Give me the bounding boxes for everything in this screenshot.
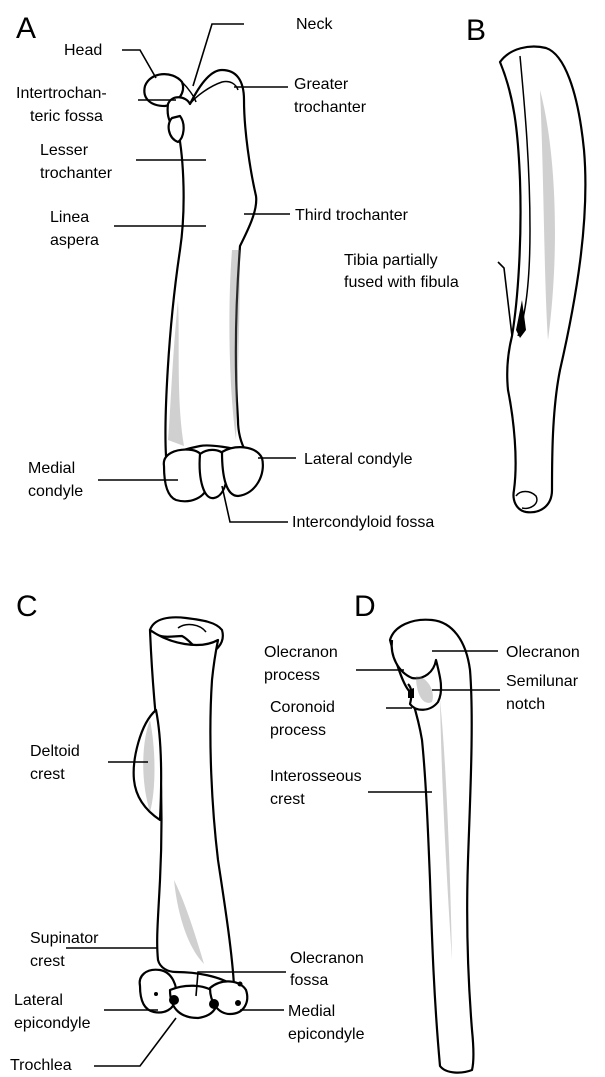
label-tibia-fibula-line1: Tibia partially xyxy=(344,252,438,269)
label-lesser-trochanter-line2: trochanter xyxy=(40,165,113,182)
label-olecranon-fossa-line1: Olecranon xyxy=(290,950,364,967)
label-greater-trochanter-line1: Greater xyxy=(294,76,349,93)
label-coronoid-process-line1: Coronoid xyxy=(270,699,335,716)
label-greater-trochanter-line2: trochanter xyxy=(294,99,367,116)
label-medial-condyle-line1: Medial xyxy=(28,460,75,477)
label-head: Head xyxy=(64,42,102,59)
label-deltoid-crest-line2: crest xyxy=(30,766,65,783)
panel-letter-d: D xyxy=(354,590,376,623)
label-lateral-epicondyle-line1: Lateral xyxy=(14,992,63,1009)
label-linea-aspera-line2: aspera xyxy=(50,232,99,249)
label-lateral-epicondyle-line2: epicondyle xyxy=(14,1015,91,1032)
panel-c: C Deltoid crest Sup xyxy=(10,590,365,1074)
label-third-trochanter: Third trochanter xyxy=(295,207,409,224)
humerus-drawing xyxy=(134,617,248,1018)
label-intertrochanteric-fossa-line2: teric fossa xyxy=(30,108,103,125)
label-interosseous-crest-line2: crest xyxy=(270,791,305,808)
label-linea-aspera-line1: Linea xyxy=(50,209,89,226)
panel-b: B Tibia partially fused with fibula xyxy=(344,14,585,512)
label-intertrochanteric-fossa-line1: Intertrochan- xyxy=(16,85,107,102)
label-lateral-condyle: Lateral condyle xyxy=(304,451,413,468)
panel-a: A Head xyxy=(16,12,434,531)
label-supinator-crest-line2: crest xyxy=(30,953,65,970)
label-trochlea: Trochlea xyxy=(10,1057,72,1074)
label-tibia-fibula-line2: fused with fibula xyxy=(344,274,459,291)
label-medial-condyle-line2: condyle xyxy=(28,483,83,500)
panel-letter-a: A xyxy=(16,12,36,45)
label-medial-epicondyle-line1: Medial xyxy=(288,1003,335,1020)
label-supinator-crest-line1: Supinator xyxy=(30,930,99,947)
tibia-drawing xyxy=(500,47,585,513)
panel-letter-b: B xyxy=(466,14,486,47)
panel-letter-c: C xyxy=(16,590,38,623)
ulna-drawing xyxy=(390,620,474,1073)
label-semilunar-notch-line2: notch xyxy=(506,696,545,713)
label-olecranon-fossa-line2: fossa xyxy=(290,972,328,989)
panel-d: D Olecranon process Olecranon Semilunar … xyxy=(264,590,580,1073)
label-coronoid-process-line2: process xyxy=(270,722,326,739)
label-semilunar-notch-line1: Semilunar xyxy=(506,673,579,690)
label-lesser-trochanter-line1: Lesser xyxy=(40,142,89,159)
label-olecranon-process-line2: process xyxy=(264,667,320,684)
label-olecranon-process-line1: Olecranon xyxy=(264,644,338,661)
label-olecranon: Olecranon xyxy=(506,644,580,661)
femur-drawing xyxy=(144,70,262,501)
label-medial-epicondyle-line2: epicondyle xyxy=(288,1026,365,1043)
label-interosseous-crest-line1: Interosseous xyxy=(270,768,362,785)
label-deltoid-crest-line1: Deltoid xyxy=(30,743,80,760)
label-intercondyloid-fossa: Intercondyloid fossa xyxy=(292,514,434,531)
label-neck: Neck xyxy=(296,16,333,33)
